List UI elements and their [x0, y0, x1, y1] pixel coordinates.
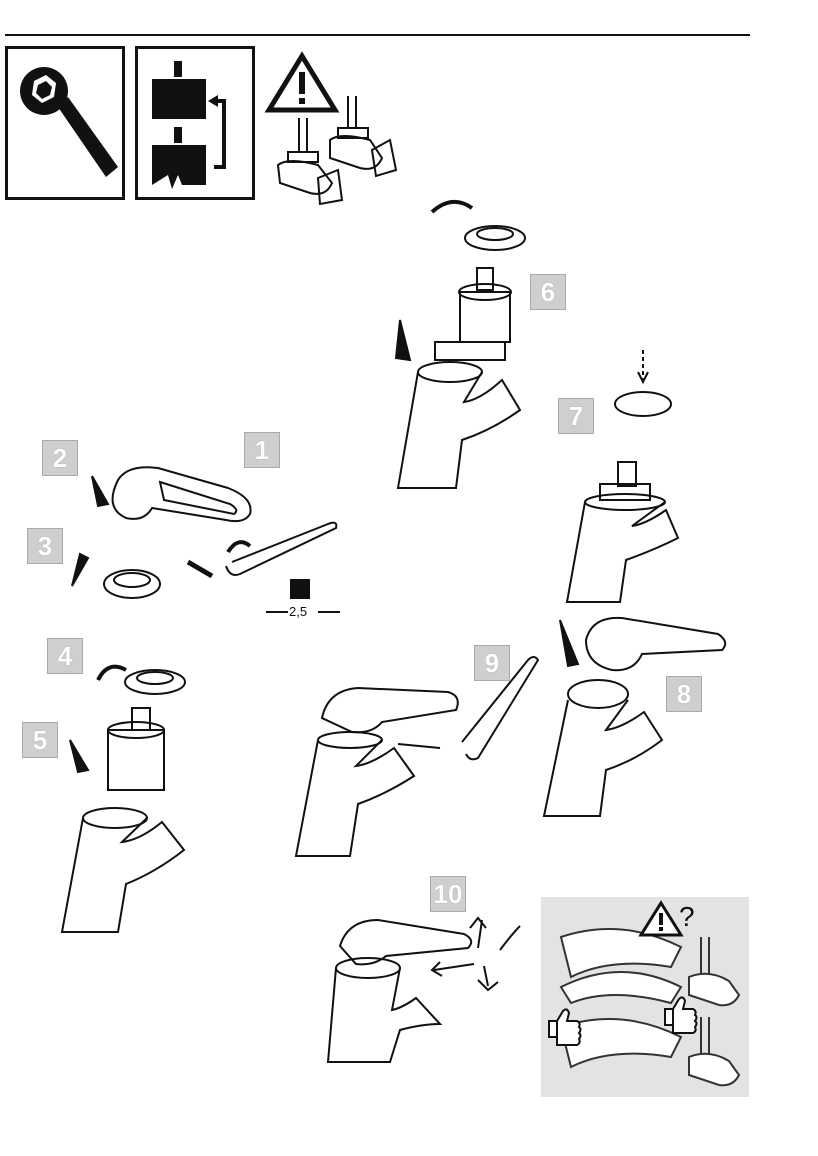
step-10-badge: 10: [430, 876, 466, 912]
step-4-badge: 4: [47, 638, 83, 674]
warning-icon: [638, 900, 684, 937]
tool-panel: [5, 46, 125, 200]
step10-figure: [326, 916, 521, 1063]
step6-figure: [394, 200, 526, 489]
step8-figure: [542, 616, 727, 817]
step-7-badge: 7: [558, 398, 594, 434]
thumbs-up-icon: [548, 996, 698, 1046]
cartridge-replace-icon: [152, 61, 226, 189]
step-9-badge: 9: [474, 645, 510, 681]
step7-figure: [565, 350, 680, 603]
warning-icon: [264, 51, 340, 113]
question-mark: ?: [679, 901, 695, 932]
step-1-badge: 1: [244, 432, 280, 468]
step-2-badge: 2: [42, 440, 78, 476]
step-5-badge: 5: [22, 722, 58, 758]
step-3-badge: 3: [27, 528, 63, 564]
top-rule: [5, 34, 750, 36]
wrench-icon: [20, 67, 118, 177]
step9-figure: [294, 656, 540, 857]
step-8-badge: 8: [666, 676, 702, 712]
step4-5-figure: [60, 664, 186, 933]
result-photo: ?: [541, 897, 749, 1097]
step-6-badge: 6: [530, 274, 566, 310]
step1-3-figure: [71, 466, 340, 613]
hex-key-size-label: 2,5: [289, 604, 308, 619]
replace-panel: [135, 46, 255, 200]
